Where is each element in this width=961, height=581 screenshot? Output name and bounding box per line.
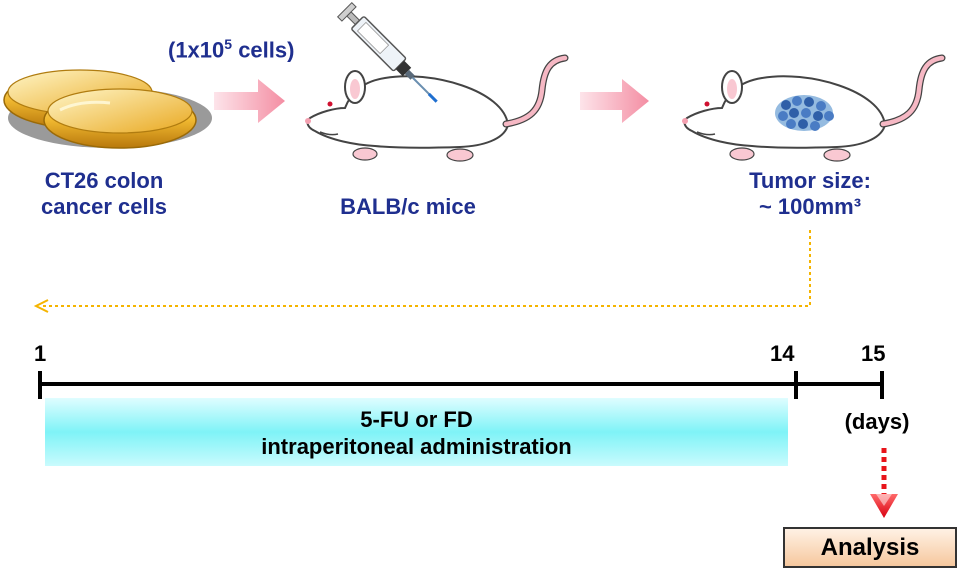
- tumor-icon: [775, 95, 834, 131]
- petri-dish-icon: [3, 69, 212, 149]
- step-arrow-icon: [580, 79, 649, 123]
- analysis-arrow-icon: [870, 448, 898, 518]
- dotted-arrow-icon: [33, 230, 811, 313]
- days-unit-label: (days): [844, 409, 910, 434]
- tumor-size-label: Tumor size: ~ 100mm³: [749, 168, 871, 220]
- day-1-label: 1: [34, 341, 47, 366]
- analysis-box: Analysis: [783, 527, 957, 568]
- treatment-bar: [45, 398, 788, 466]
- treatment-label: 5-FU or FD intraperitoneal administratio…: [261, 407, 572, 459]
- cells-label: CT26 colon cancer cells: [41, 168, 167, 220]
- day-15-label: 15: [861, 341, 886, 366]
- timeline-axis: [38, 371, 884, 399]
- mouse-icon: [305, 58, 565, 161]
- mice-label: BALB/c mice: [340, 194, 476, 219]
- injection-label: (1x105 cells): [168, 36, 295, 63]
- day-14-label: 14: [770, 341, 795, 366]
- step-arrow-icon: [214, 79, 285, 123]
- syringe-icon: [336, 1, 438, 103]
